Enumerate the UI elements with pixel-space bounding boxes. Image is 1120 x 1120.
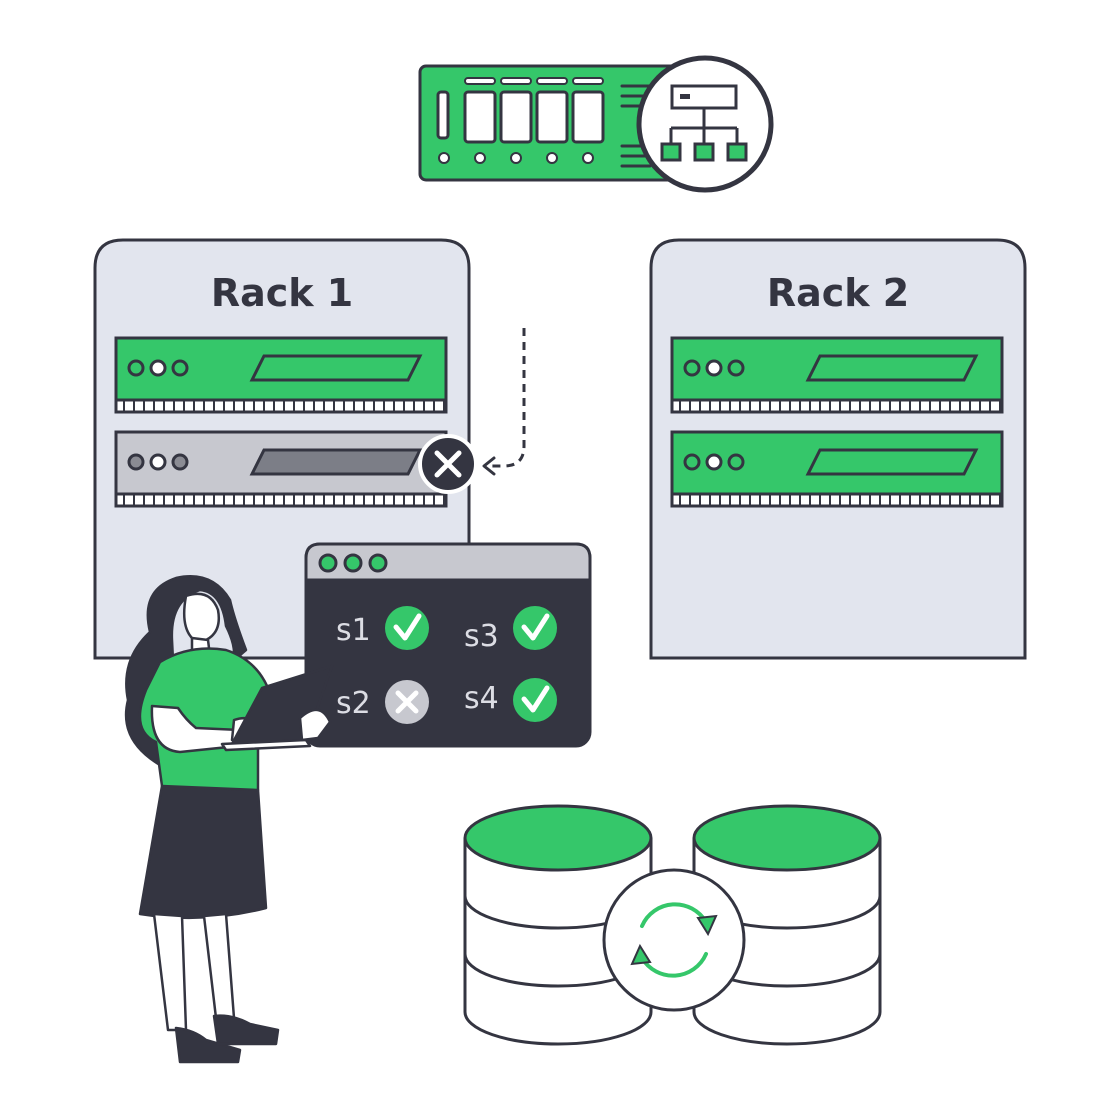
person-with-laptop [124, 575, 334, 1064]
failover-arrow [482, 328, 526, 476]
database-icon [692, 804, 882, 1046]
status-label-s4: s4 [464, 681, 499, 716]
server-rack-2-2 [670, 430, 1004, 508]
status-label-s1: s1 [336, 613, 371, 648]
database-icon [463, 804, 653, 1046]
close-icon [385, 680, 429, 724]
close-icon [418, 434, 478, 494]
status-panel: s1 s2 s3 s4 [304, 542, 592, 748]
network-topology-icon [636, 55, 774, 193]
status-label-s3: s3 [464, 619, 499, 654]
rack-2: Rack 2 [649, 238, 1027, 660]
check-icon [513, 606, 557, 650]
sync-icon [602, 868, 746, 1012]
server-rack-1-2-failed [114, 430, 448, 508]
server-rack-1-1 [114, 336, 448, 414]
check-icon [385, 606, 429, 650]
rack-2-title: Rack 2 [767, 271, 909, 315]
rack-1-title: Rack 1 [211, 271, 353, 315]
status-label-s2: s2 [336, 686, 371, 721]
rack-ticks [123, 401, 1001, 505]
check-icon [513, 678, 557, 722]
server-rack-2-1 [670, 336, 1004, 414]
